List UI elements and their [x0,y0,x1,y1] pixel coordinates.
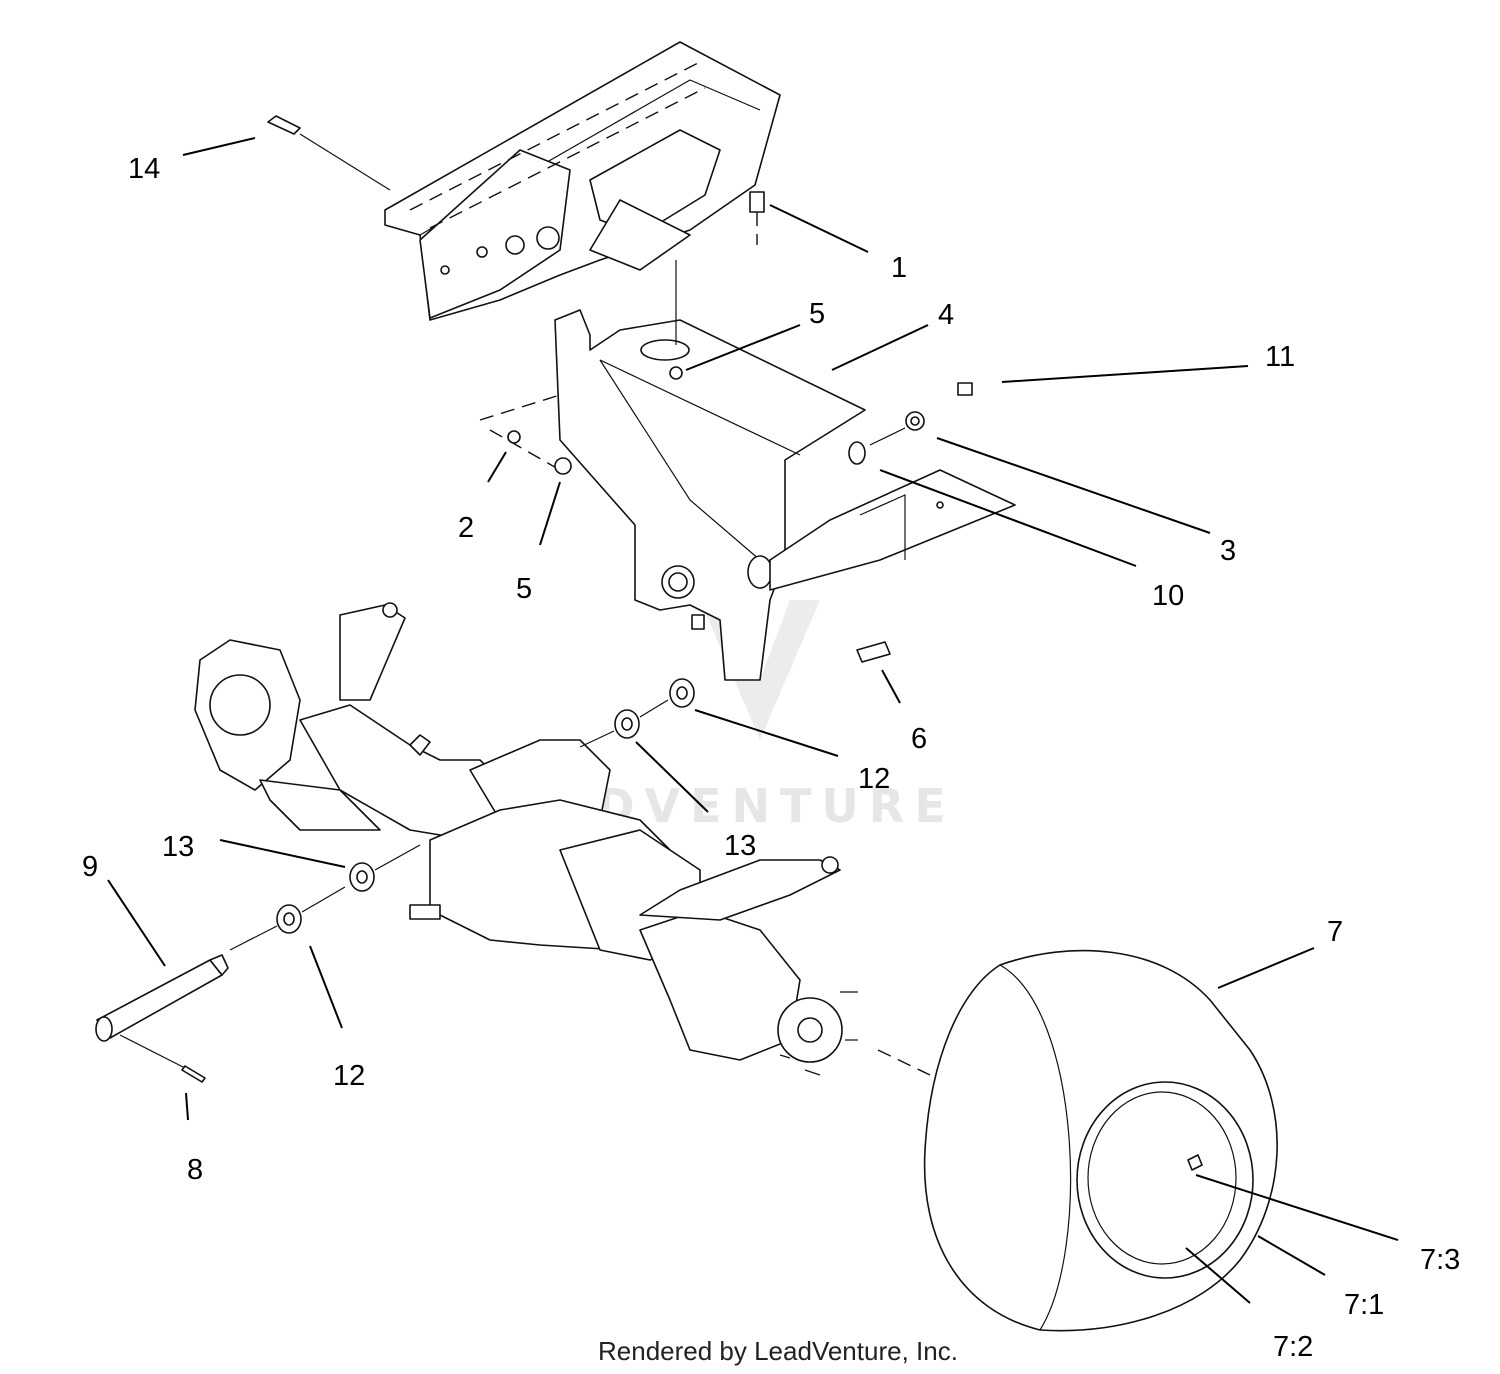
callout-1: 1 [891,252,907,284]
callout-labels: 14 1 5 4 11 2 5 3 10 6 12 13 13 9 12 8 7… [82,153,1460,1363]
frame-bracket [384,41,781,321]
callout-13-left: 13 [162,831,194,863]
leader-lines [107,137,1399,1304]
callout-10: 10 [1152,580,1184,612]
callout-2: 2 [458,512,474,544]
hardware [507,382,973,663]
callout-6: 6 [911,723,927,755]
bolt-1 [749,191,765,245]
callout-5-lower: 5 [516,573,532,605]
pump-bracket [479,260,1016,681]
callout-7-3: 7:3 [1420,1244,1460,1276]
tire-wheel [877,949,1278,1332]
transaxle [194,602,858,1076]
callout-12-left: 12 [333,1060,365,1092]
callout-3: 3 [1220,535,1236,567]
callout-8: 8 [187,1154,203,1186]
washers [229,678,695,951]
bolt-14 [267,115,391,191]
render-credit: Rendered by LeadVenture, Inc. [598,1336,958,1366]
callout-4: 4 [938,299,954,331]
callout-12-right: 12 [858,763,890,795]
callout-5-upper: 5 [809,298,825,330]
callout-7-2: 7:2 [1273,1331,1313,1363]
callout-11: 11 [1265,341,1295,373]
pivot-pin [95,954,229,1083]
callout-14: 14 [128,153,160,185]
callout-9: 9 [82,851,98,883]
callout-7: 7 [1327,916,1343,948]
callout-7-1: 7:1 [1344,1289,1384,1321]
callout-13-right: 13 [724,830,756,862]
